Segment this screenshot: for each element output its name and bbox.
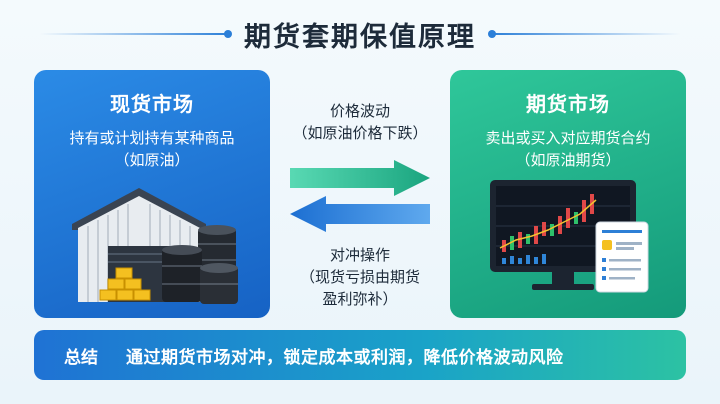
price-fluctuation-example: （如原油价格下跌） — [292, 124, 428, 142]
futures-market-example: （如原油期货） — [515, 151, 621, 169]
page-title: 期货套期保值原理 — [244, 21, 476, 53]
price-fluctuation-label: 价格波动 （如原油价格下跌） — [280, 100, 440, 144]
arrow-left-icon — [290, 196, 430, 232]
spot-market-desc-line: 持有或计划持有某种商品 — [69, 129, 235, 147]
arrow-right-icon — [290, 160, 430, 196]
title-decoration-left — [40, 30, 232, 38]
futures-market-desc-line: 卖出或买入对应期货合约 — [485, 129, 651, 147]
oil-barrels-icon — [162, 225, 238, 304]
hedging-operation-desc: （现货亏损由期货 — [299, 268, 420, 286]
summary-bar: 总结 通过期货市场对冲，锁定成本或利润，降低价格波动风险 — [34, 330, 686, 380]
spot-market-title: 现货市场 — [110, 92, 194, 116]
title-row: 期货套期保值原理 — [0, 14, 720, 54]
title-decoration-right — [488, 30, 680, 38]
futures-market-desc: 卖出或买入对应期货合约 （如原油期货） — [450, 127, 686, 171]
summary-text: 通过期货市场对冲，锁定成本或利润，降低价格波动风险 — [126, 347, 564, 368]
futures-market-title: 期货市场 — [526, 92, 610, 116]
price-fluctuation-title: 价格波动 — [329, 102, 390, 120]
gold-bars-icon — [99, 267, 151, 301]
hedging-operation-title: 对冲操作 — [329, 246, 390, 264]
contract-document-icon — [595, 221, 649, 293]
summary-label: 总结 — [64, 347, 98, 368]
futures-market-panel: 期货市场 卖出或买入对应期货合约 （如原油期货） — [450, 70, 686, 318]
spot-market-desc: 持有或计划持有某种商品 （如原油） — [34, 127, 270, 171]
spot-market-example: （如原油） — [114, 151, 190, 169]
hedging-operation-label: 对冲操作 （现货亏损由期货 盈利弥补） — [280, 244, 440, 310]
spot-market-panel: 现货市场 持有或计划持有某种商品 （如原油） — [34, 70, 270, 318]
hedging-operation-desc-end: 盈利弥补） — [322, 290, 398, 308]
